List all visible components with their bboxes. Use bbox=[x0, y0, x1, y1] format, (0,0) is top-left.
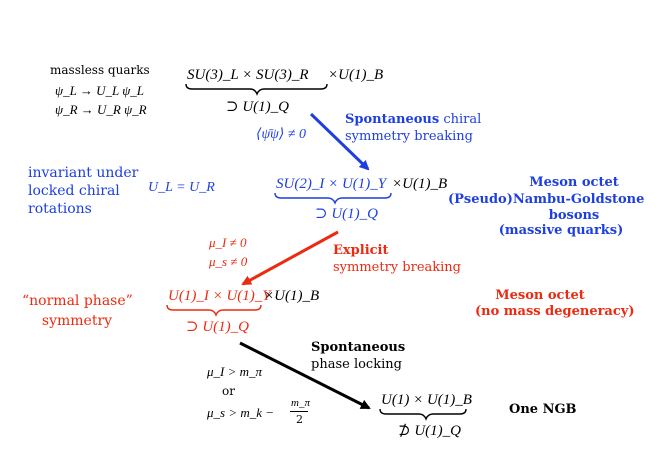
group-u1b-level2: ×U(1)_B bbox=[392, 176, 448, 192]
invariant-line2: locked chiral bbox=[28, 183, 120, 199]
subgroup-level3: ⊃ U(1)_Q bbox=[186, 319, 249, 335]
locking-condition: U_L = U_R bbox=[148, 180, 215, 195]
underbrace-level4 bbox=[379, 408, 467, 421]
fraction-denominator: 2 bbox=[296, 413, 303, 426]
no-mass-degeneracy: (no mass degeneracy) bbox=[475, 304, 635, 319]
underbrace-level2 bbox=[274, 192, 392, 205]
one-ngb-label: One NGB bbox=[509, 402, 577, 417]
group-su3xsu3: SU(3)_L × SU(3)_R bbox=[187, 67, 309, 83]
underbrace-level3 bbox=[166, 304, 262, 317]
or-label: or bbox=[222, 384, 235, 398]
bosons-label: bosons bbox=[548, 208, 600, 223]
massless-quarks-label: massless quarks bbox=[50, 63, 150, 77]
invariant-line3: rotations bbox=[28, 201, 92, 217]
subgroup-level4: ⊅ U(1)_Q bbox=[398, 423, 461, 439]
massive-quarks-label: (massive quarks) bbox=[498, 223, 624, 238]
subgroup-level2: ⊃ U(1)_Q bbox=[315, 206, 378, 222]
group-u1xu1: U(1)_I × U(1)_Y bbox=[168, 288, 271, 304]
psi-r-transform: ψ_R → U_R ψ_R bbox=[55, 102, 147, 117]
fraction-numerator: m_π bbox=[291, 397, 310, 409]
invariant-line1: invariant under bbox=[28, 165, 139, 181]
group-u1b-top: ×U(1)_B bbox=[328, 67, 384, 83]
group-su2xu1: SU(2)_I × U(1)_Y bbox=[276, 176, 387, 192]
mu-s-greater: μ_s > m_k − bbox=[207, 405, 275, 420]
phase-locking-label: phase locking bbox=[311, 357, 402, 372]
group-u1b-level3: ×U(1)_B bbox=[264, 288, 320, 304]
chiral-word: chiral bbox=[443, 112, 482, 127]
group-u1xu1b: U(1) × U(1)_B bbox=[381, 392, 472, 408]
underbrace-top bbox=[185, 83, 328, 96]
normal-phase-line2: symmetry bbox=[41, 313, 113, 329]
arrow-phase-locking bbox=[239, 341, 371, 410]
spontaneous-chiral-label: Spontaneous chiral bbox=[345, 113, 481, 126]
arrow-explicit-breaking bbox=[241, 230, 339, 286]
fraction-bar bbox=[290, 411, 308, 412]
arrow-spontaneous-chiral bbox=[309, 112, 370, 171]
psi-l-transform: ψ_L → U_L ψ_L bbox=[55, 83, 145, 98]
normal-phase-line1: “normal phase” bbox=[22, 293, 133, 309]
mu-i-greater: μ_I > m_π bbox=[207, 364, 263, 379]
mu-i-condition: μ_I ≠ 0 bbox=[209, 235, 247, 250]
explicit-label: Explicit bbox=[333, 243, 389, 258]
spontaneous-phase-label: Spontaneous bbox=[311, 340, 406, 355]
mu-s-condition: μ_s ≠ 0 bbox=[209, 254, 248, 269]
meson-octet-red: Meson octet bbox=[495, 288, 585, 303]
nambu-goldstone-line: (Pseudo)Nambu-Goldstone bbox=[448, 193, 644, 206]
symmetry-breaking-red: symmetry breaking bbox=[333, 260, 461, 275]
nambu-goldstone: Nambu-Goldstone bbox=[512, 192, 645, 207]
subgroup-top: ⊃ U(1)_Q bbox=[226, 99, 289, 115]
pseudo-prefix: (Pseudo) bbox=[448, 192, 513, 207]
meson-octet-blue: Meson octet bbox=[529, 175, 619, 190]
symmetry-breaking-blue: symmetry breaking bbox=[345, 129, 473, 144]
spontaneous-bold: Spontaneous bbox=[345, 112, 440, 127]
condensate: ⟨ψ̄ψ⟩ ≠ 0 bbox=[256, 127, 306, 142]
